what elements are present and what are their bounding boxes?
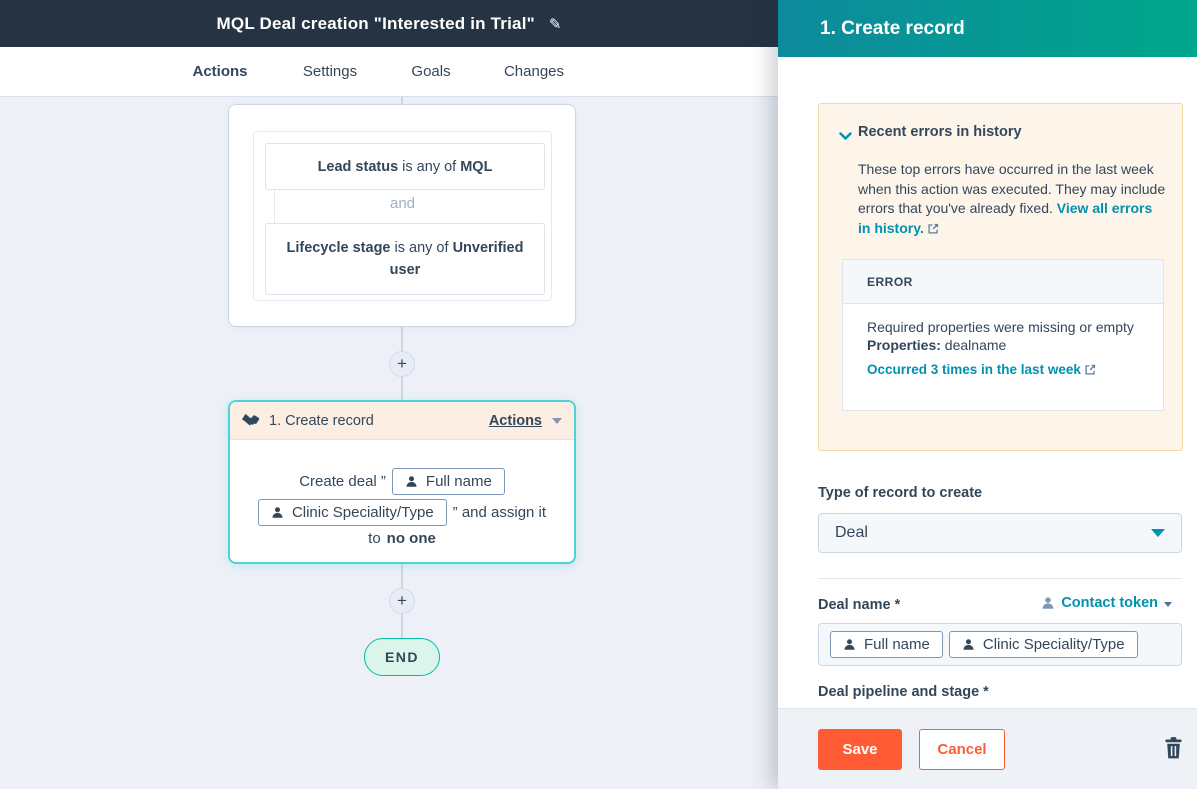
errors-section-title: Recent errors in history: [858, 124, 1022, 140]
contact-token-dropdown[interactable]: Contact token: [1041, 595, 1172, 611]
external-link-icon: [928, 220, 939, 240]
token-clinic-speciality[interactable]: Clinic Speciality/Type: [257, 499, 447, 526]
action-text-prefix: Create deal ”: [299, 473, 386, 490]
recent-errors-callout: Recent errors in history These top error…: [818, 103, 1183, 451]
errors-table-header: ERROR: [843, 260, 1163, 304]
action-text-to: to: [368, 530, 381, 547]
external-link-icon: [1085, 362, 1096, 380]
filter-lead-status[interactable]: Lead status is any of MQL: [265, 143, 545, 190]
occurrence-link[interactable]: Occurred 3 times in the last week: [867, 361, 1096, 380]
action-card-header: 1. Create record Actions: [230, 402, 574, 440]
panel-footer: Save Cancel: [778, 708, 1197, 789]
filter-property: Lifecycle stage: [286, 240, 391, 256]
add-action-button[interactable]: +: [389, 588, 415, 614]
errors-table: ERROR Required properties were missing o…: [842, 259, 1164, 411]
token-label: Full name: [864, 635, 930, 653]
action-text-suffix: ” and assign it: [452, 504, 547, 521]
workflow-canvas[interactable]: Lead status is any of MQL and Lifecycle …: [0, 97, 778, 789]
token-label: Full name: [425, 472, 492, 490]
enrollment-trigger-card[interactable]: Lead status is any of MQL and Lifecycle …: [228, 104, 576, 327]
save-button[interactable]: Save: [818, 729, 902, 770]
deal-name-label: Deal name *: [818, 597, 901, 613]
tab-goals[interactable]: Goals: [411, 63, 451, 80]
panel-body: Recent errors in history These top error…: [778, 57, 1197, 708]
person-icon: [844, 638, 855, 650]
error-message: Required properties were missing or empt…: [867, 319, 1134, 335]
filter-value: MQL: [460, 158, 493, 175]
chevron-down-icon: [552, 417, 562, 424]
tab-actions[interactable]: Actions: [192, 63, 248, 80]
contact-token-label: Contact token: [1061, 595, 1158, 611]
token-label: Clinic Speciality/Type: [291, 503, 434, 521]
tab-changes[interactable]: Changes: [503, 63, 565, 80]
trash-icon[interactable]: [1164, 737, 1183, 764]
actions-menu-link[interactable]: Actions: [488, 412, 542, 429]
action-card-title: 1. Create record: [269, 412, 374, 429]
type-of-record-label: Type of record to create: [818, 485, 983, 501]
errors-description-text: These top errors have occurred in the la…: [858, 161, 1166, 216]
person-icon: [963, 638, 974, 650]
filter-lifecycle-stage[interactable]: Lifecycle stage is any of Unverified use…: [265, 223, 545, 295]
and-label: and: [389, 195, 416, 212]
end-node: END: [364, 638, 440, 676]
person-icon: [272, 506, 283, 518]
chevron-down-icon[interactable]: [839, 128, 852, 146]
connector-line: [401, 97, 403, 657]
workflow-stage: MQL Deal creation "Interested in Trial" …: [0, 0, 778, 789]
chevron-down-icon: [1151, 529, 1165, 537]
cancel-button[interactable]: Cancel: [919, 729, 1005, 770]
token-label: Clinic Speciality/Type: [982, 635, 1125, 653]
action-card-body: Create deal ” Full name Clinic Specialit…: [230, 440, 574, 547]
error-row: Required properties were missing or empt…: [843, 304, 1163, 380]
panel-header: 1. Create record: [778, 0, 1197, 57]
token-full-name[interactable]: Full name: [830, 631, 943, 658]
filter-property: Lead status: [317, 158, 399, 175]
chevron-down-icon: [1164, 601, 1172, 607]
filter-value: Unverified user: [389, 240, 524, 278]
error-properties: Properties: dealname: [867, 337, 1007, 353]
filter-operator: is any of: [390, 240, 453, 256]
filter-group: Lead status is any of MQL and Lifecycle …: [253, 131, 552, 301]
person-icon: [1042, 597, 1054, 609]
errors-description: These top errors have occurred in the la…: [858, 160, 1166, 239]
deal-pipeline-label: Deal pipeline and stage *: [818, 684, 989, 700]
view-all-errors-link[interactable]: View all errors in history.: [858, 200, 1152, 236]
token-full-name[interactable]: Full name: [391, 468, 505, 495]
tab-settings[interactable]: Settings: [302, 63, 358, 80]
token-clinic-speciality[interactable]: Clinic Speciality/Type: [948, 631, 1138, 658]
section-divider: [818, 578, 1182, 579]
action-card-create-record[interactable]: 1. Create record Actions Create deal ” F…: [228, 400, 576, 564]
person-icon: [406, 475, 417, 487]
tabs-bar: Actions Settings Goals Changes: [0, 47, 778, 144]
action-settings-panel: 1. Create record Recent errors in histor…: [778, 0, 1197, 789]
workflow-title: MQL Deal creation "Interested in Trial": [216, 13, 535, 33]
record-type-value: Deal: [835, 524, 868, 541]
handshake-icon: [242, 414, 260, 426]
deal-name-input[interactable]: Full name Clinic Speciality/Type: [818, 623, 1182, 666]
top-header-bar: MQL Deal creation "Interested in Trial" …: [0, 0, 778, 47]
action-assignee: no one: [386, 530, 436, 547]
record-type-select[interactable]: Deal: [818, 513, 1182, 553]
pencil-icon[interactable]: ✎: [548, 15, 562, 33]
panel-title: 1. Create record: [820, 17, 965, 39]
filter-join-line: [274, 190, 275, 223]
add-action-button[interactable]: +: [389, 351, 415, 377]
filter-operator: is any of: [398, 158, 461, 175]
